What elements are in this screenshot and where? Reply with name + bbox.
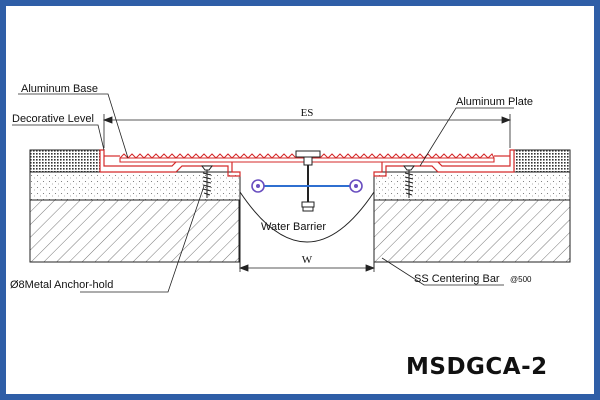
aluminum-base-left <box>99 149 241 177</box>
w-dimension-label: W <box>302 254 313 266</box>
decorative-layer-right <box>513 149 571 173</box>
ss-centering-spacing-label: @500 <box>510 275 532 284</box>
leader-lines <box>12 93 514 293</box>
left-slab <box>29 199 240 263</box>
w-dimension <box>238 262 376 272</box>
model-code: MSDGCA-2 <box>406 354 548 380</box>
water-barrier-membrane <box>251 179 363 193</box>
ss-centering-bar-label: SS Centering Bar <box>414 273 500 285</box>
decorative-layer-left <box>29 149 101 173</box>
decorative-level-label: Decorative Level <box>12 113 94 125</box>
aluminum-base-right <box>373 149 515 177</box>
right-slab <box>373 199 571 263</box>
right-screed <box>373 171 571 201</box>
anchor-hold-label: Ø8Metal Anchor-hold <box>10 279 113 291</box>
aluminum-base-label: Aluminum Base <box>21 83 98 95</box>
aluminum-plate-label: Aluminum Plate <box>456 96 533 108</box>
joint-gap <box>239 172 375 267</box>
es-dimension-label: ES <box>301 107 314 119</box>
es-dimension <box>102 114 512 148</box>
anchor-screw-left <box>201 165 213 198</box>
anchor-screw-right <box>403 165 415 198</box>
water-barrier-label: Water Barrier <box>261 221 326 233</box>
